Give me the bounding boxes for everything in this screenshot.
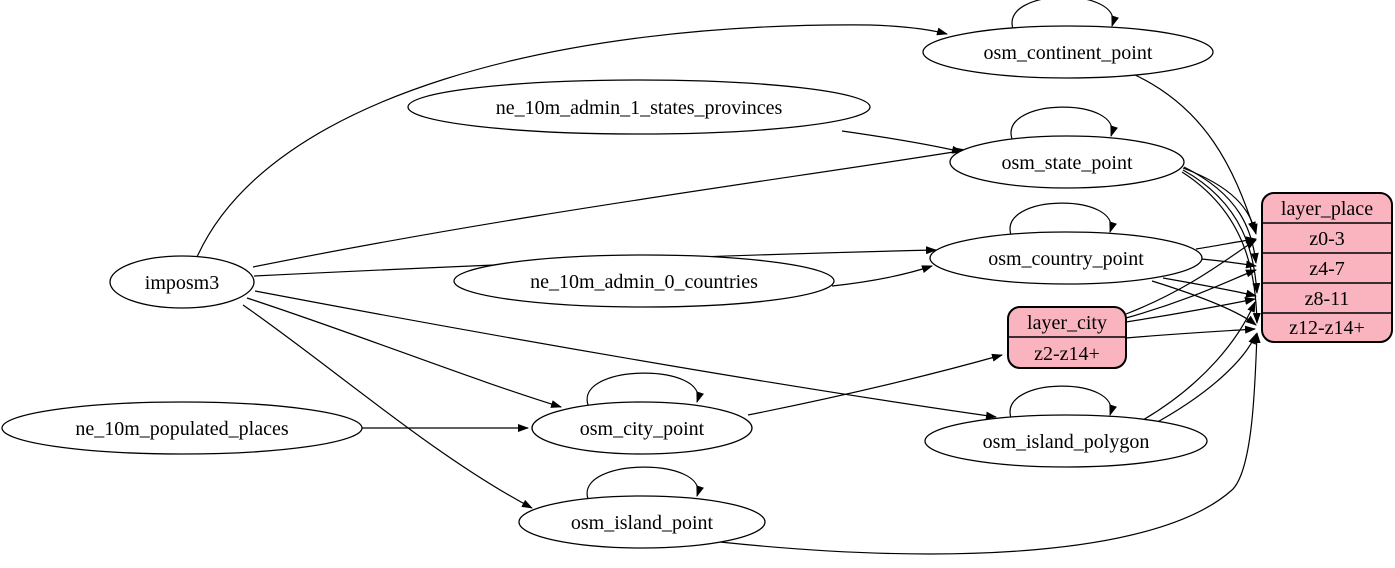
edge-osm_state_point-layer_place-z12-z14	[1181, 171, 1261, 324]
edge-layer_city-layer_place-z8-11	[1125, 297, 1256, 323]
layer-city-title: layer_city	[1027, 312, 1107, 334]
edge-osm_state_point-layer_place-z8-11	[1182, 169, 1261, 294]
osm-island-polygon-label: osm_island_polygon	[983, 431, 1150, 453]
layer-place-row-z12-z14: z12-z14+	[1289, 317, 1365, 339]
layer-place-row-z8-11: z8-11	[1305, 288, 1350, 310]
ne-10m-admin-1-states-provinces-ellipse	[407, 79, 871, 135]
osm-state-point-label: osm_state_point	[1001, 152, 1133, 174]
osm-continent-point-ellipse	[922, 25, 1214, 79]
osm-country-point-label: osm_country_point	[988, 248, 1144, 270]
imposm3-label: imposm3	[145, 272, 219, 294]
ne-10m-admin-1-states-provinces-label: ne_10m_admin_1_states_provinces	[496, 97, 783, 119]
layer-place-row-z4-7: z4-7	[1309, 258, 1345, 280]
edge-layer_city-layer_place-z4-7	[1125, 269, 1257, 319]
edge-imposm3-osm_island_point	[242, 304, 533, 509]
osm-island-polygon-ellipse	[924, 414, 1208, 468]
edge-layer_city-layer_place-z12-z14	[1125, 325, 1256, 339]
node-osm-island-polygon: osm_island_polygon	[924, 414, 1208, 468]
edge-osm_state_point-layer_place-z4-7	[1183, 166, 1259, 264]
edge-ne_10m_admin_1_states_provinces-osm_state_point	[841, 130, 963, 154]
node-osm-city-point: osm_city_point	[531, 401, 753, 455]
osm-island-point-ellipse	[518, 495, 766, 549]
edge-osm_island_polygon-layer_place-z8-11	[1142, 301, 1256, 421]
osm-country-point-ellipse	[929, 231, 1203, 285]
self-loop-osm_continent_point	[1011, 0, 1119, 30]
osm-island-point-label: osm_island_point	[571, 512, 714, 534]
edge-osm_continent_point-layer_place-z0-3	[1132, 73, 1256, 233]
osm-state-point-ellipse	[949, 135, 1185, 189]
node-osm-country-point: osm_country_point	[929, 231, 1203, 285]
edge-ne_10m_admin_0_countries-osm_country_point	[831, 265, 933, 287]
self-loop-osm_country_point	[1009, 202, 1117, 236]
ne-10m-populated-places-label: ne_10m_populated_places	[75, 418, 288, 440]
self-loop-osm_island_polygon	[1009, 385, 1117, 419]
layer-city-row-z2-z14: z2-z14+	[1034, 343, 1100, 365]
self-loop-osm_city_point	[586, 372, 704, 406]
layer-place-title: layer_place	[1281, 198, 1373, 220]
edge-osm_country_point-layer_place-z0-3	[1195, 236, 1257, 250]
node-osm-continent-point: osm_continent_point	[922, 25, 1214, 79]
edge-osm_country_point-layer_place-z12-z14	[1151, 280, 1257, 326]
edge-imposm3-osm_city_point	[246, 297, 562, 408]
edge-imposm3-osm_state_point	[252, 147, 967, 268]
edge-osm_city_point-layer_city-z2	[747, 353, 1003, 416]
edge-osm_country_point-layer_place-z4-7	[1200, 258, 1257, 269]
edge-osm_island_point-layer_place-z12-z14	[719, 332, 1261, 555]
record-layer-place: layer_place z0-3 z4-7 z8-11 z12-z14+	[1261, 192, 1393, 343]
osm-city-point-label: osm_city_point	[580, 418, 705, 440]
ne-10m-admin-0-countries-ellipse	[453, 254, 835, 308]
edge-osm_island_polygon-layer_place-z12-z14	[1151, 333, 1257, 426]
imposm3-ellipse	[109, 255, 255, 309]
layer-place-box	[1261, 192, 1393, 343]
ne-10m-populated-places-ellipse	[1, 401, 363, 455]
edge-osm_country_point-layer_place-z8-11	[1162, 277, 1257, 298]
node-imposm3: imposm3	[109, 255, 255, 309]
record-layer-city: layer_city z2-z14+	[1007, 306, 1127, 369]
self-loop-osm_state_point	[1010, 106, 1118, 140]
node-ne-10m-populated-places: ne_10m_populated_places	[1, 401, 363, 455]
node-osm-island-point: osm_island_point	[518, 495, 766, 549]
node-ne-10m-admin-1-states-provinces: ne_10m_admin_1_states_provinces	[407, 79, 871, 135]
self-loop-osm_island_point	[586, 466, 704, 500]
edge-layer_city-layer_place-z0-3	[1125, 239, 1257, 315]
edge-layer	[196, 0, 1261, 555]
osm-continent-point-label: osm_continent_point	[984, 42, 1153, 64]
ne-10m-admin-0-countries-label: ne_10m_admin_0_countries	[530, 271, 758, 293]
node-ne-10m-admin-0-countries: ne_10m_admin_0_countries	[453, 254, 835, 308]
edge-imposm3-osm_continent_point	[196, 24, 948, 258]
layer-place-row-z0-3: z0-3	[1309, 228, 1345, 250]
node-osm-state-point: osm_state_point	[949, 135, 1185, 189]
edge-imposm3-osm_island_polygon	[254, 290, 997, 420]
osm-city-point-ellipse	[531, 401, 753, 455]
